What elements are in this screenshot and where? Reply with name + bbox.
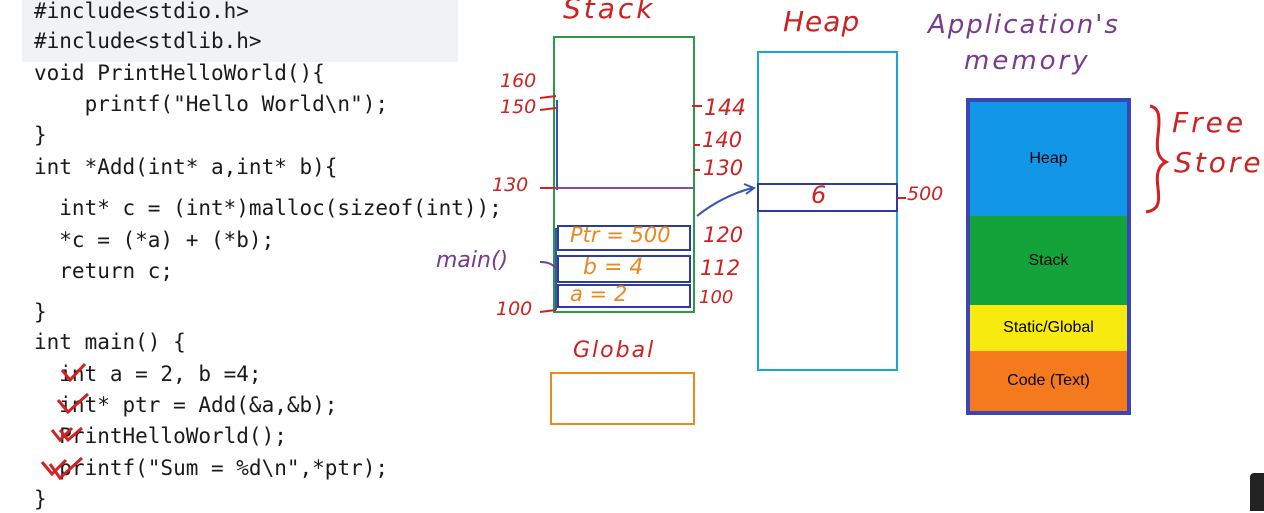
global-label: Global [573,338,656,363]
code-line-12: int main() { [34,330,186,354]
code-text-segment: Code (Text) [970,351,1127,411]
double-checkmark-icon [50,426,83,443]
tick-150 [539,107,557,111]
b-cell-label: b = 4 [583,255,644,280]
tick-100-left [539,309,557,313]
stack-label: Stack [563,0,656,25]
b-cell-box [557,255,691,283]
addr-150: 150 [500,96,537,118]
ptr-cell-box [557,225,691,251]
stack-frame [553,36,695,313]
memory-layout: Heap Stack Static/Global Code (Text) [966,98,1131,415]
free-store-brace [1145,104,1170,214]
addr-100-right: 100 [699,287,734,308]
heap-segment: Heap [970,102,1127,216]
app-memory-label-2: memory [964,46,1091,76]
ptr-cell-label: Ptr = 500 [570,223,671,247]
checkmark-icon [56,392,90,415]
global-box [550,372,695,425]
tick-160 [539,95,557,99]
free-store-label-1: Free [1172,106,1247,139]
app-memory-label-1: Application's [928,10,1120,40]
addr-130-left: 130 [492,174,529,196]
heap-label: Heap [783,5,861,38]
heap-cell-value: 6 [811,181,827,209]
addr-112: 112 [700,256,741,280]
code-line-14: int* ptr = Add(&a,&b); [34,393,338,417]
addr-500: 500 [907,183,944,205]
code-line-15: PrintHelloWorld(); [34,424,287,448]
code-line-5: } [34,123,47,147]
static-global-segment-label: Static/Global [1003,319,1094,336]
stack-segment: Stack [970,216,1127,305]
video-corner-overlay [1250,473,1264,511]
code-line-4: printf("Hello World\n"); [34,92,389,116]
heap-segment-label: Heap [1029,150,1068,167]
code-line-8: *c = (*a) + (*b); [34,228,275,252]
checkmark-icon [60,362,87,383]
code-line-6: int *Add(int* a,int* b){ [34,155,338,179]
code-line-13: int a = 2, b =4; [34,362,262,386]
code-text-segment-label: Code (Text) [1007,372,1090,389]
pointer-arrow [696,187,753,217]
stack-segment-label: Stack [1028,251,1069,269]
static-global-segment: Static/Global [970,305,1127,351]
code-line-7: int* c = (int*)malloc(sizeof(int)); [34,196,502,220]
code-line-11: } [34,300,47,324]
free-store-label-2: Store [1174,146,1264,179]
main-label: main() [436,248,509,273]
addr-130-right: 130 [703,156,744,180]
main-arrow [539,261,557,269]
a-cell-box [557,284,691,308]
code-line-3: void PrintHelloWorld(){ [34,61,325,85]
a-cell-label: a = 2 [570,282,628,306]
double-checkmark-icon [40,456,84,481]
code-line-17: } [34,487,47,511]
heap-cell-box [757,183,898,212]
addr-120: 120 [703,223,744,247]
addr-144: 144 [704,96,746,121]
code-line-9: return c; [34,259,174,283]
code-line-16: printf("Sum = %d\n",*ptr); [34,456,389,480]
arrowhead-icon [743,183,757,195]
code-line-1: #include<stdio.h> [34,0,249,23]
addr-100-left: 100 [496,298,533,320]
code-header-background [22,0,458,62]
code-line-2: #include<stdlib.h> [34,29,262,53]
addr-160: 160 [500,70,537,92]
addr-140: 140 [702,128,743,152]
